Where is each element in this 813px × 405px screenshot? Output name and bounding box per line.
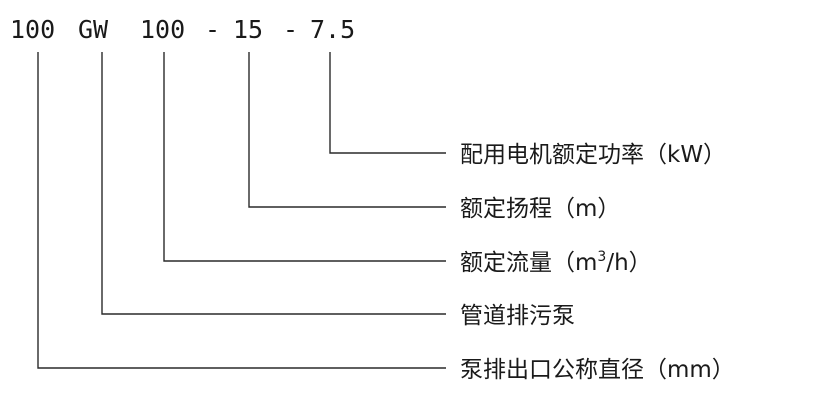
code-diameter: 100 <box>10 15 55 44</box>
code-type: GW <box>78 15 109 44</box>
code-head: 15 <box>233 15 263 44</box>
leader-line-diameter <box>37 52 446 369</box>
code-separator-1: - <box>205 15 220 44</box>
leader-line-type <box>101 52 446 315</box>
label-rated-flow: 额定流量（m3/h） <box>460 249 652 276</box>
label-rated-flow-tail: /h） <box>606 250 651 276</box>
code-power: 7.5 <box>310 15 355 44</box>
code-separator-2: - <box>283 15 298 44</box>
leader-line-power <box>329 52 446 154</box>
code-flow: 100 <box>140 15 185 44</box>
label-pump-type: 管道排污泵 <box>460 303 575 329</box>
label-rated-head: 额定扬程（m） <box>460 196 620 222</box>
label-outlet-diameter: 泵排出口公称直径（mm） <box>460 357 735 383</box>
leader-line-head <box>248 52 446 208</box>
label-rated-flow-main: 额定流量（m <box>460 250 597 276</box>
label-rated-power: 配用电机额定功率（kW） <box>460 142 726 168</box>
label-rated-flow-superscript: 3 <box>597 249 606 265</box>
leader-line-flow <box>163 52 446 262</box>
